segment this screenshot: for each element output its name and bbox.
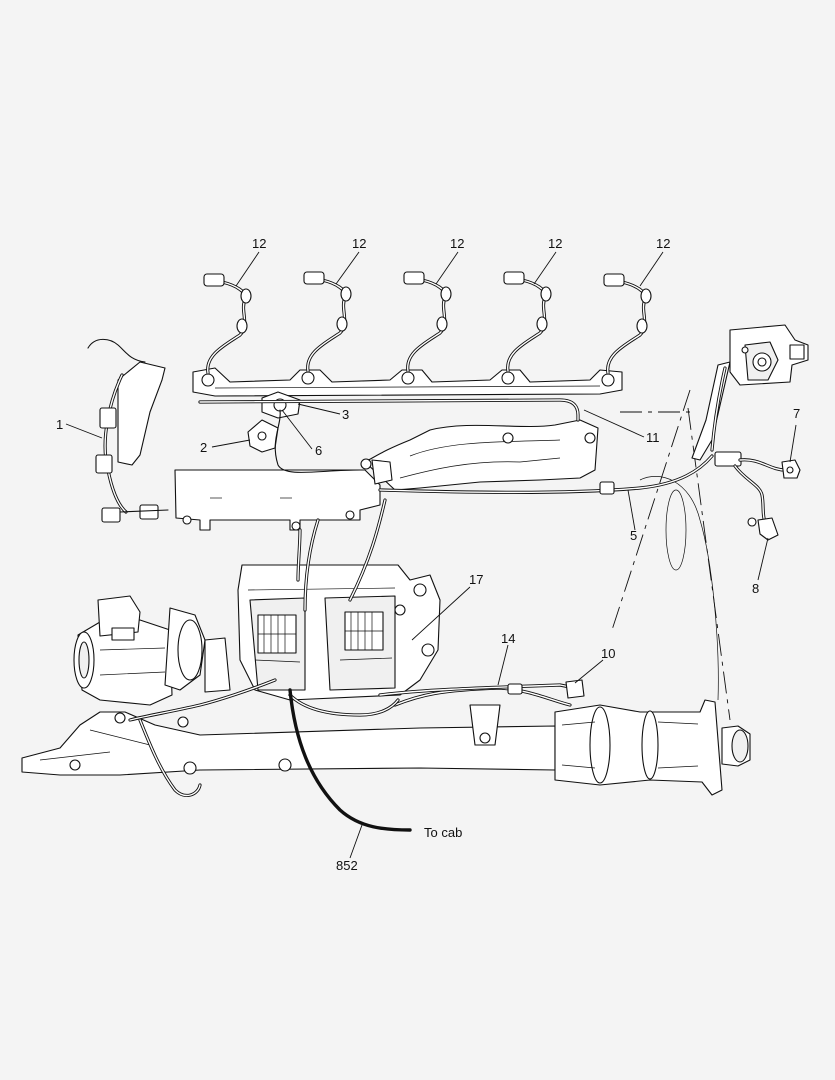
engine-block-outline <box>639 476 719 701</box>
injector-pigtail-4 <box>503 271 552 373</box>
injector-pigtail-3 <box>403 271 452 373</box>
engine-port-outline <box>665 489 687 571</box>
turbocharger <box>73 595 231 706</box>
callout-12-a: 12 <box>252 236 266 251</box>
callout-8: 8 <box>752 581 759 596</box>
grommet-3 <box>261 391 361 473</box>
callout-2: 2 <box>200 440 207 455</box>
callout-17: 17 <box>469 572 483 587</box>
callouts: 1 2 3 5 6 7 8 10 11 12 12 12 12 12 14 17… <box>56 236 800 873</box>
callout-1: 1 <box>56 417 63 432</box>
sensor-7 <box>781 459 801 479</box>
callout-12-c: 12 <box>450 236 464 251</box>
ecu-module <box>237 498 441 701</box>
alignment-lines <box>611 389 731 721</box>
leader-lines <box>65 251 797 859</box>
callout-3: 3 <box>342 407 349 422</box>
cable-to-cab <box>288 688 412 832</box>
left-harness-clips <box>87 338 169 523</box>
callout-6: 6 <box>315 443 322 458</box>
ecu-connector-right <box>344 611 384 651</box>
fuel-pump <box>729 324 809 386</box>
harness-main-run <box>198 398 714 495</box>
callout-12-d: 12 <box>548 236 562 251</box>
injector-pigtails <box>203 271 652 375</box>
callout-852: 852 <box>336 858 358 873</box>
bracket-plate-2 <box>247 419 279 453</box>
sensor-harness-right <box>691 361 787 524</box>
starter-motor <box>554 699 751 796</box>
harness-bracket <box>174 469 381 531</box>
callout-12-b: 12 <box>352 236 366 251</box>
callout-11: 11 <box>646 430 660 445</box>
callout-5: 5 <box>630 528 637 543</box>
sensor-8 <box>747 517 779 541</box>
injector-pigtail-2 <box>303 271 352 373</box>
callout-7: 7 <box>793 406 800 421</box>
injector-rail <box>192 367 623 397</box>
lower-harness <box>114 678 585 798</box>
ecu-connector-left <box>257 614 297 654</box>
engine-lower-frame <box>21 704 556 776</box>
to-cab-label: To cab <box>424 825 462 840</box>
injector-pigtail-5 <box>603 273 652 375</box>
callout-10: 10 <box>601 646 615 661</box>
callout-14: 14 <box>501 631 515 646</box>
harness-conduit <box>360 419 599 491</box>
injector-pigtail-1 <box>203 273 252 375</box>
callout-12-e: 12 <box>656 236 670 251</box>
